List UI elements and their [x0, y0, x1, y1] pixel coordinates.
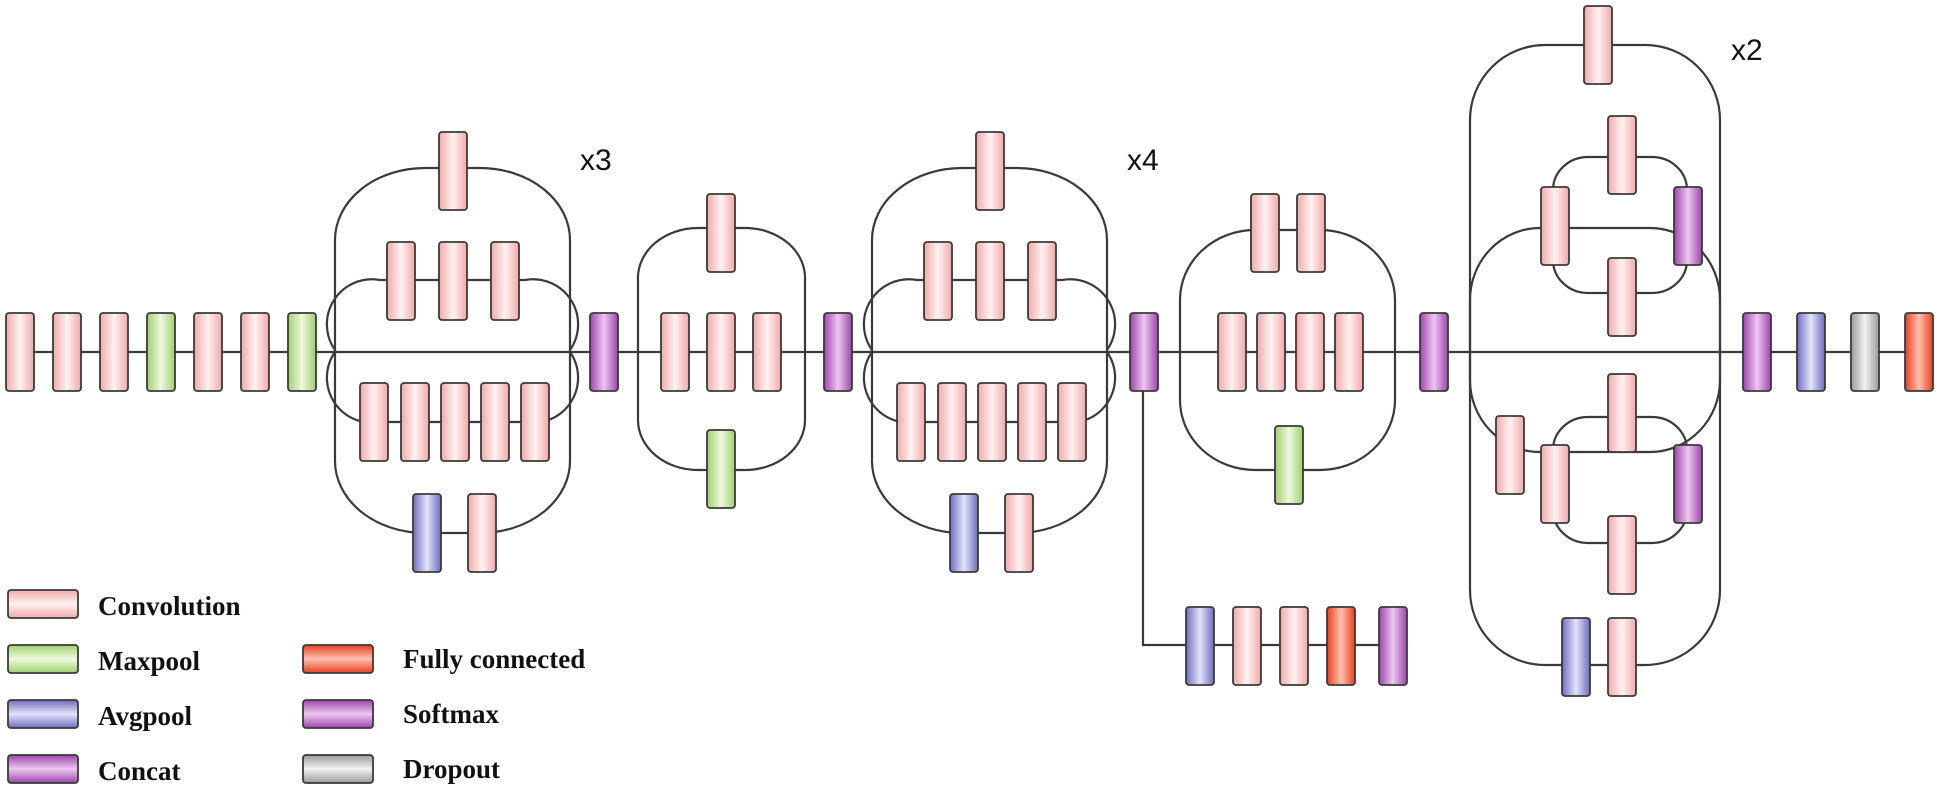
stem-maxpool-2	[287, 312, 317, 392]
stem-conv-5	[240, 312, 270, 392]
module-a-conv-b2	[438, 241, 468, 321]
module-b-conv-2	[706, 312, 736, 392]
legend-label-fully-connected: Fully connected	[403, 644, 585, 674]
module-d-conv-3	[1295, 312, 1325, 392]
aux-avgpool	[1185, 606, 1215, 686]
legend: Convolution Maxpool Avgpool Concat Fully…	[7, 589, 585, 786]
legend-swatch-softmax	[302, 699, 374, 729]
legend-label-dropout: Dropout	[403, 754, 500, 784]
module-c-conv-b2	[975, 241, 1005, 321]
legend-swatch-maxpool	[7, 644, 79, 674]
module-c-conv-c1	[896, 382, 926, 462]
module-a-conv-d1	[467, 493, 497, 573]
module-c-conv-c3	[977, 382, 1007, 462]
aux-softmax	[1378, 606, 1408, 686]
legend-swatch-fully-connected	[302, 644, 374, 674]
legend-label-convolution: Convolution	[98, 591, 241, 621]
module-e-conv-top	[1583, 5, 1613, 85]
module-c-conv-c2	[937, 382, 967, 462]
concat-5	[1742, 312, 1772, 392]
module-a-conv-c3	[440, 382, 470, 462]
module-d-maxpool	[1274, 425, 1304, 505]
legend-label-softmax: Softmax	[403, 699, 499, 729]
repeat-label-module-c: x4	[1127, 144, 1159, 177]
legend-swatch-dropout	[302, 754, 374, 784]
aux-fully-connected	[1326, 606, 1356, 686]
module-e-conv-d1	[1607, 617, 1637, 697]
legend-label-concat: Concat	[98, 756, 181, 786]
legend-label-avgpool: Avgpool	[98, 701, 193, 731]
module-c-conv-d1	[1004, 493, 1034, 573]
repeat-label-module-e: x2	[1731, 34, 1763, 67]
module-c-conv-b3	[1027, 241, 1057, 321]
module-a-conv-c2	[400, 382, 430, 462]
module-c-avgpool	[949, 493, 979, 573]
stem-maxpool-1	[146, 312, 176, 392]
module-a-avgpool	[412, 493, 442, 573]
module-e-conv-l3	[1607, 515, 1637, 595]
concat-3	[1129, 312, 1159, 392]
module-a-conv-b1	[386, 241, 416, 321]
module-a-conv-c4	[480, 382, 510, 462]
stem-conv-2	[52, 312, 82, 392]
module-a-conv-c1	[359, 382, 389, 462]
concat-4	[1419, 312, 1449, 392]
stem-conv-3	[99, 312, 129, 392]
module-d-conv-t1	[1250, 193, 1280, 273]
final-dropout	[1850, 312, 1880, 392]
concat-2	[823, 312, 853, 392]
aux-conv-2	[1279, 606, 1309, 686]
module-e-conv-u1	[1607, 115, 1637, 195]
final-fully-connected	[1904, 312, 1934, 392]
stem-conv-1	[5, 312, 35, 392]
module-e-conv-l0	[1495, 415, 1525, 495]
concat-1	[589, 312, 619, 392]
module-e-concat-u	[1673, 186, 1703, 266]
module-d-conv-1	[1217, 312, 1247, 392]
module-c-conv-top	[975, 131, 1005, 211]
repeat-label-module-a: x3	[580, 144, 612, 177]
module-e-conv-l1	[1607, 373, 1637, 453]
module-a-conv-b3	[490, 241, 520, 321]
module-b-conv-top	[706, 193, 736, 273]
module-c-conv-c4	[1017, 382, 1047, 462]
module-e-concat-l	[1673, 444, 1703, 524]
module-b-maxpool	[706, 429, 736, 509]
module-d-conv-t2	[1296, 193, 1326, 273]
module-e-avgpool	[1561, 617, 1591, 697]
module-a-conv-top	[438, 131, 468, 211]
module-b-conv-3	[752, 312, 782, 392]
aux-conv-1	[1232, 606, 1262, 686]
module-c-conv-b1	[923, 241, 953, 321]
module-e-conv-l2	[1540, 444, 1570, 524]
legend-label-maxpool: Maxpool	[98, 646, 201, 676]
legend-swatch-concat	[7, 754, 79, 784]
final-avgpool	[1796, 312, 1826, 392]
stem-conv-4	[193, 312, 223, 392]
module-d-conv-2	[1256, 312, 1286, 392]
module-b-conv-1	[660, 312, 690, 392]
legend-swatch-convolution	[7, 589, 79, 619]
module-e-conv-u3	[1607, 257, 1637, 337]
legend-swatch-avgpool	[7, 699, 79, 729]
block-layer	[5, 5, 1934, 697]
module-e-conv-u2	[1540, 186, 1570, 266]
module-d-conv-4	[1334, 312, 1364, 392]
module-c-conv-c5	[1057, 382, 1087, 462]
module-a-conv-c5	[520, 382, 550, 462]
